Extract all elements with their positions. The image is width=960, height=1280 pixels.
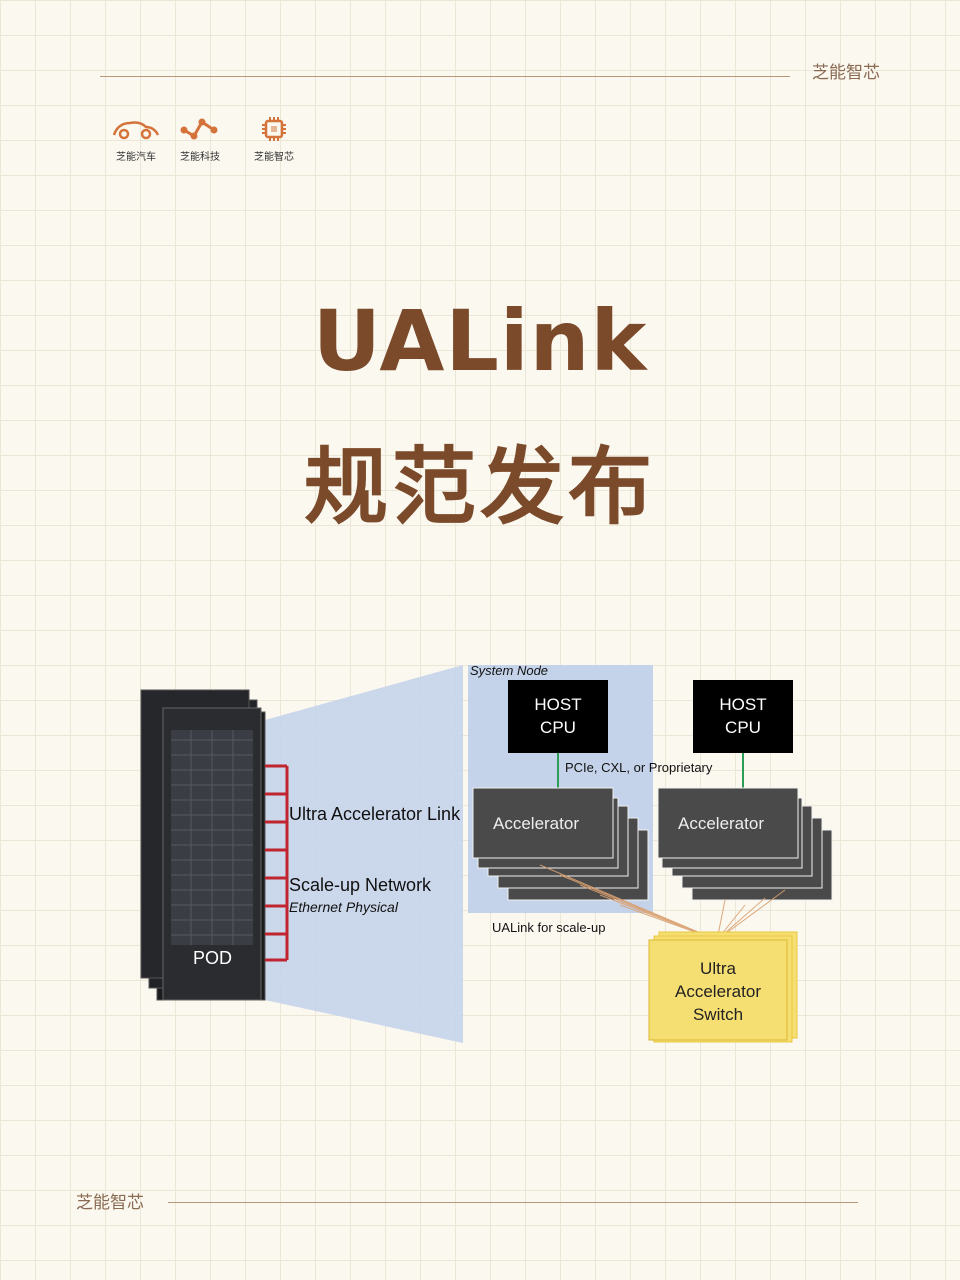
host-cpu-1: HOST CPU — [508, 680, 608, 753]
pcie-label: PCIe, CXL, or Proprietary — [565, 760, 713, 775]
ethernet-physical-label: Ethernet Physical — [289, 899, 398, 915]
logo-zhineng-tech: 芝能科技 — [160, 112, 240, 163]
logo-zhineng-auto: 芝能汽车 — [96, 112, 176, 163]
scaleup-network-label: Scale-up Network — [289, 875, 432, 895]
ualink-scaleup-label: UALink for scale-up — [492, 920, 606, 935]
ualink-diagram: POD Ultra Accelerator Link Scale-up Netw… — [135, 660, 835, 1050]
accelerator-1-label: Accelerator — [493, 814, 579, 833]
title-english: UALink — [312, 292, 648, 390]
footer-brand: 芝能智芯 — [76, 1193, 144, 1213]
accelerator-2-label: Accelerator — [678, 814, 764, 833]
system-node-label: System Node — [470, 663, 549, 678]
logo-label: 芝能汽车 — [116, 152, 156, 163]
switch-line2: Accelerator — [675, 982, 761, 1001]
host-cpu-2: HOST CPU — [693, 680, 793, 753]
footer-rule — [168, 1202, 858, 1203]
header-brand: 芝能智芯 — [812, 63, 880, 83]
link-bracket — [265, 764, 289, 962]
ua-link-label: Ultra Accelerator Link — [289, 804, 461, 824]
host-cpu-1-line1: HOST — [534, 695, 582, 714]
logo-label: 芝能科技 — [180, 152, 220, 163]
logo-label: 芝能智芯 — [254, 152, 294, 163]
network-nodes-icon — [160, 112, 240, 146]
diagram-graphics — [140, 665, 833, 1043]
server-rack — [140, 689, 266, 1001]
logo-zhineng-chip: 芝能智芯 — [234, 112, 314, 163]
switch-line1: Ultra — [700, 959, 736, 978]
pod-label: POD — [193, 948, 233, 968]
ultra-accelerator-switch: Ultra Accelerator Switch — [649, 940, 787, 1040]
host-cpu-2-line2: CPU — [725, 718, 761, 737]
host-cpu-2-line1: HOST — [719, 695, 767, 714]
car-icon — [96, 112, 176, 146]
title-chinese: 规范发布 — [303, 438, 656, 536]
header-rule — [100, 76, 790, 77]
switch-line3: Switch — [692, 1005, 744, 1024]
chip-icon — [234, 112, 314, 146]
host-cpu-1-line2: CPU — [540, 718, 576, 737]
